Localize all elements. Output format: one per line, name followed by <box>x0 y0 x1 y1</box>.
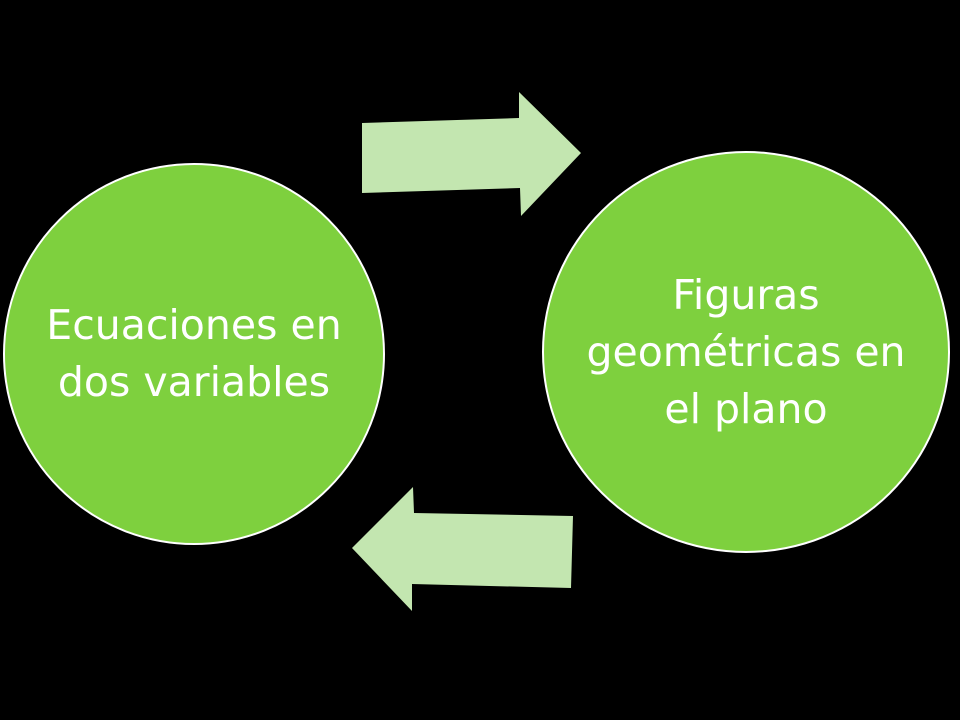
arrow-left-shape <box>352 487 573 611</box>
node-ecuaciones: Ecuaciones en dos variables <box>3 163 385 545</box>
node-figuras: Figuras geométricas en el plano <box>542 151 950 553</box>
node-ecuaciones-label: Ecuaciones en dos variables <box>46 301 342 406</box>
arrow-right-shape <box>362 92 581 216</box>
node-figuras-label: Figuras geométricas en el plano <box>586 270 906 433</box>
